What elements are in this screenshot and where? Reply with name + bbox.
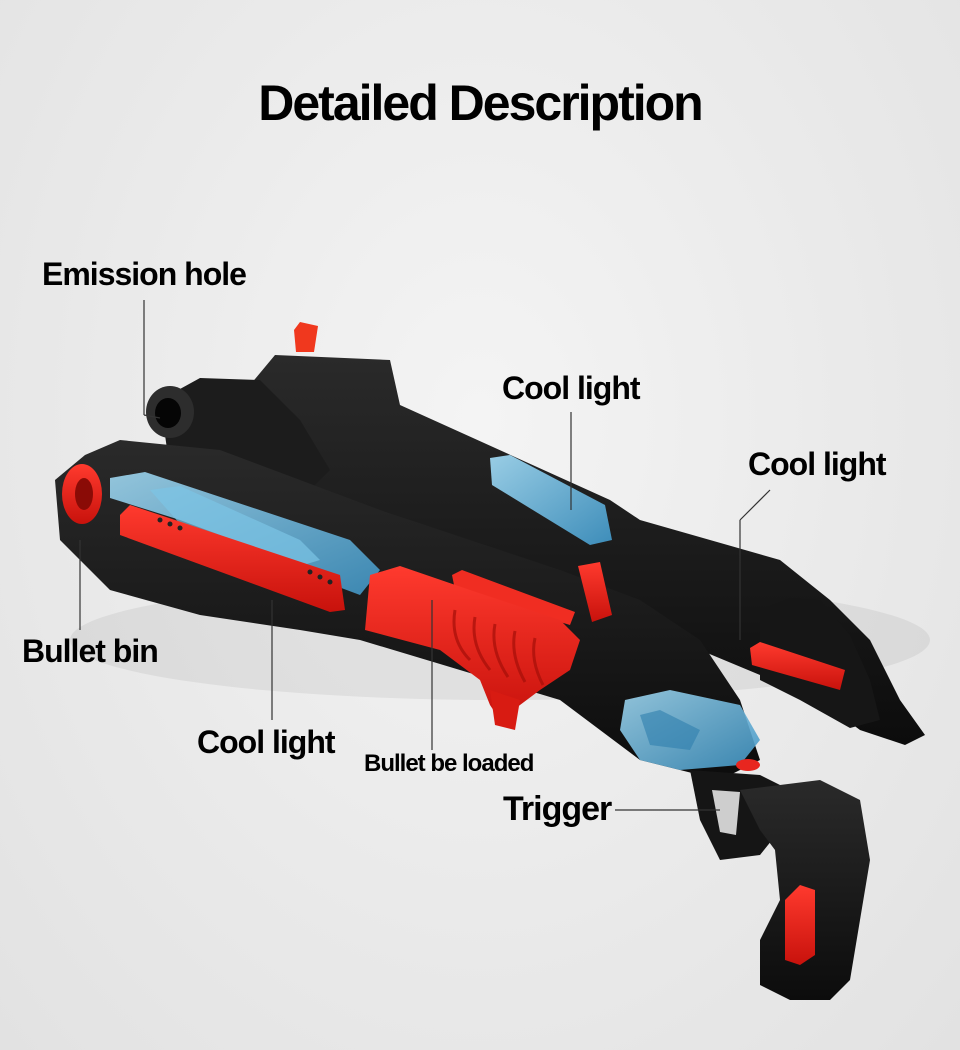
- label-trigger: Trigger: [503, 790, 612, 828]
- cool-light-top: [490, 455, 612, 545]
- side-red-strip: [120, 505, 345, 612]
- cool-light-right: [750, 642, 845, 690]
- trigger: [712, 790, 740, 835]
- label-cool-light-top: Cool light: [502, 370, 641, 406]
- middle-red-bar: [452, 570, 575, 625]
- label-bullet-loaded: Bullet be loaded: [364, 750, 534, 777]
- label-bullet-bin: Bullet bin: [22, 633, 159, 669]
- bullet-bin-opening: [75, 478, 93, 510]
- label-cool-light-bottom: Cool light: [197, 724, 336, 760]
- trigger-red-button: [736, 759, 760, 771]
- pump-grip: [365, 566, 580, 720]
- label-emission-hole: Emission hole: [42, 256, 247, 292]
- label-cool-light-right: Cool light: [748, 446, 887, 482]
- grip-red-insert: [785, 885, 815, 965]
- front-sight: [294, 322, 318, 352]
- page-title: Detailed Description: [258, 75, 703, 131]
- emission-hole: [155, 398, 181, 428]
- middle-red-block: [578, 562, 612, 622]
- upper-body: [160, 355, 925, 745]
- callout-lines: [79, 300, 771, 811]
